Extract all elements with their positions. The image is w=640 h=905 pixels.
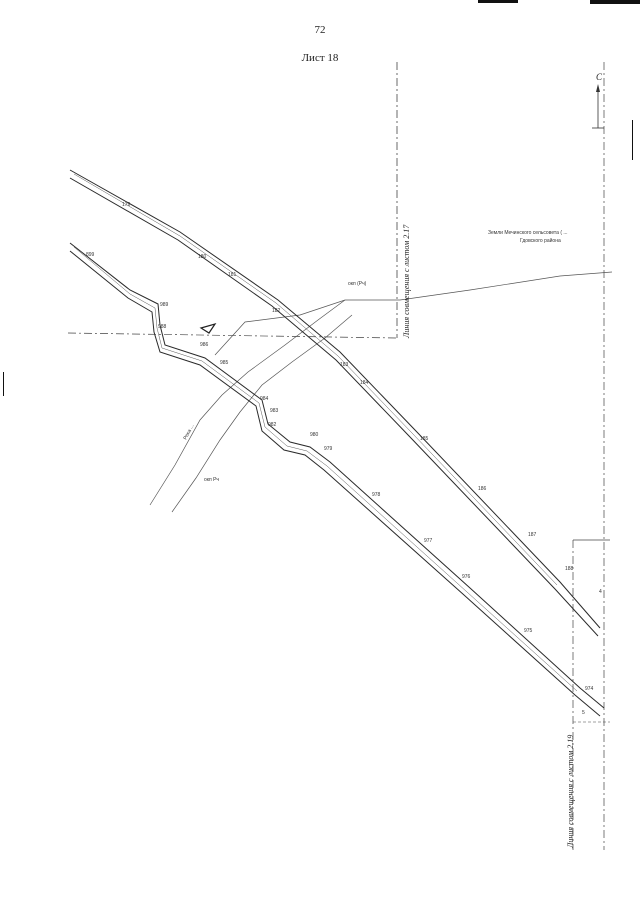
point-label: 980 xyxy=(310,432,319,438)
north-letter: С xyxy=(596,72,603,82)
scan-artifact xyxy=(632,120,633,160)
zone-note-1: Земли Мечинского сельсовета ( ... xyxy=(488,230,568,236)
point-label: 183 xyxy=(340,362,349,368)
boundary-line xyxy=(214,271,613,356)
lower-point-labels: 899 989 988 986 985 984 983 982 980 979 … xyxy=(86,252,594,692)
river-mouth-label: окп Рч xyxy=(204,477,219,483)
page-number: 72 xyxy=(314,24,326,36)
point-label: 988 xyxy=(158,324,167,330)
stream-label: окп (Рч) xyxy=(348,281,367,287)
side-mark-4: 4 xyxy=(599,589,602,595)
point-label: 989 xyxy=(160,302,169,308)
zone-note-2: Гдовского района xyxy=(520,237,561,244)
point-label: 983 xyxy=(270,408,279,414)
match-line-bottom-label: Линия совмещения с листом 2.19 xyxy=(566,734,575,848)
upper-corridor xyxy=(69,169,601,637)
upper-point-labels: 179 180 181 182 183 184 185 186 187 188 xyxy=(122,202,574,572)
river-bank-left xyxy=(149,299,346,506)
point-label: 978 xyxy=(372,492,381,498)
point-label: 985 xyxy=(220,360,229,366)
lower-corridor xyxy=(69,242,605,717)
match-line-top-label: Линия совмещения с листом 2.17 xyxy=(402,224,411,338)
scan-artifact xyxy=(3,372,4,396)
point-label: 184 xyxy=(360,380,369,386)
point-label: 979 xyxy=(324,446,333,452)
point-label: 179 xyxy=(122,202,131,208)
point-label: 899 xyxy=(86,252,95,258)
sheet-title: Лист 18 xyxy=(301,52,339,64)
point-label: 976 xyxy=(462,574,471,580)
point-label: 181 xyxy=(228,272,237,278)
point-label: 188 xyxy=(565,566,574,572)
point-label: 185 xyxy=(420,436,429,442)
point-label: 982 xyxy=(268,422,277,428)
point-label: 977 xyxy=(424,538,433,544)
point-label: 187 xyxy=(528,532,537,538)
scan-artifact xyxy=(478,0,518,3)
point-label: 186 xyxy=(478,486,487,492)
point-label: 180 xyxy=(198,254,207,260)
north-arrow: С xyxy=(592,72,612,132)
scan-artifact xyxy=(590,0,640,4)
point-label: 974 xyxy=(585,686,594,692)
point-label: 182 xyxy=(272,308,281,314)
survey-triangle xyxy=(199,322,217,334)
side-mark-5: 5 xyxy=(582,710,585,716)
point-label: 984 xyxy=(260,396,269,402)
point-label: 975 xyxy=(524,628,533,634)
river-bank-right xyxy=(171,314,353,513)
point-label: 986 xyxy=(200,342,209,348)
arrow-up-icon xyxy=(592,84,604,129)
